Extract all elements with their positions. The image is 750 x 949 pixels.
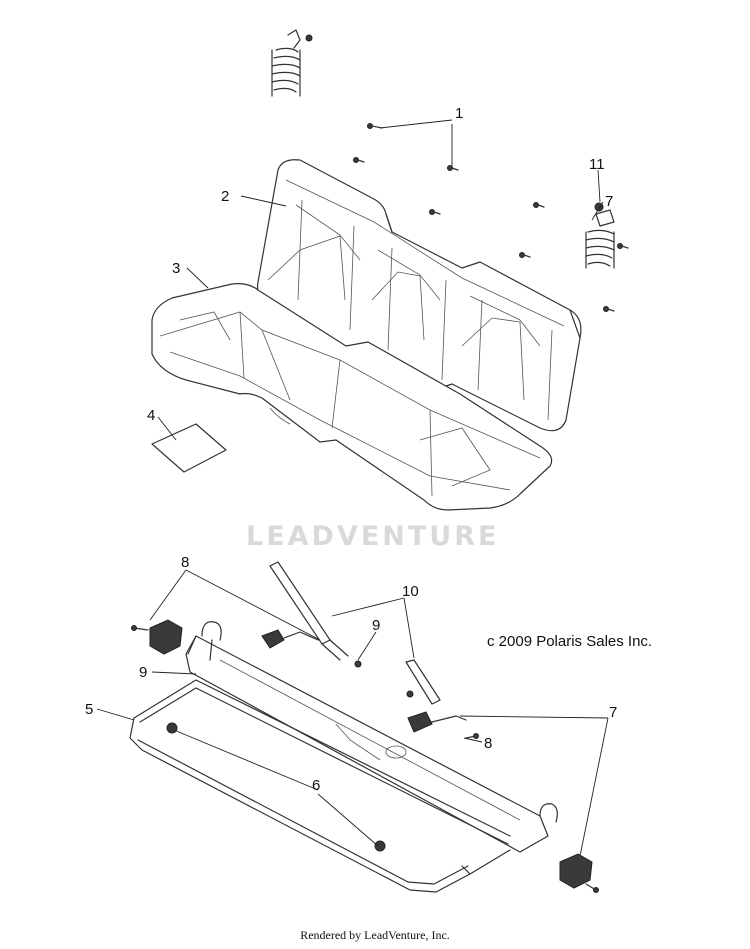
decal-part <box>151 423 227 473</box>
seat-bottom <box>151 283 553 511</box>
callout-8-lower: 8 <box>484 735 492 752</box>
screw-set <box>353 123 629 312</box>
watermark-text: LEADVENTURE <box>246 521 499 552</box>
callout-5: 5 <box>85 701 93 718</box>
seatbelt-assembly <box>131 561 599 893</box>
callout-10: 10 <box>402 583 419 600</box>
callout-6: 6 <box>312 777 320 794</box>
right-spring-part <box>585 202 615 269</box>
callout-11: 11 <box>589 156 605 173</box>
callout-9-right: 9 <box>372 617 380 634</box>
leader-lines <box>96 119 609 857</box>
callout-8-upper: 8 <box>181 554 189 571</box>
callout-7-lower: 7 <box>609 704 617 721</box>
footer-credit: Rendered by LeadVenture, Inc. <box>300 928 450 942</box>
top-spring-part <box>271 29 313 97</box>
callout-7-upper: 7 <box>605 193 613 210</box>
callout-2: 2 <box>221 188 229 205</box>
callout-9-left: 9 <box>139 664 147 681</box>
copyright-text: c 2009 Polaris Sales Inc. <box>487 633 652 650</box>
callout-1: 1 <box>455 105 463 122</box>
seat-frame <box>129 621 558 893</box>
callout-4: 4 <box>147 407 155 424</box>
callout-3: 3 <box>172 260 180 277</box>
